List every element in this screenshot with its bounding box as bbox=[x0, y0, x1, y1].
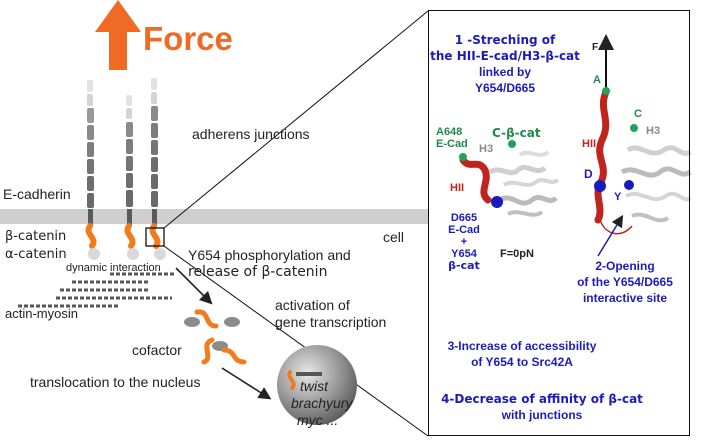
step4-line1: 4-Decrease of affinity of β-cat bbox=[441, 392, 643, 406]
step1-line2: the HII-E-cad/H3-β-cat bbox=[430, 49, 580, 63]
phosphorylation-label-line2: release of β-catenin bbox=[188, 264, 328, 280]
plus-label: + bbox=[460, 236, 468, 248]
gene-brachyury: brachyury bbox=[291, 395, 353, 411]
cofactor-label: cofactor bbox=[132, 342, 182, 358]
gene-myc: myc ... bbox=[297, 412, 339, 428]
dynamic-interaction-label: dynamic interaction bbox=[66, 262, 161, 274]
structure-closed bbox=[459, 140, 560, 217]
gene-twist: twist bbox=[300, 378, 328, 394]
phosphorylation-label-line1: Y654 phosphorylation and bbox=[188, 247, 351, 263]
d665-label: D665 bbox=[450, 212, 478, 224]
e-cadherin-label: E-cadherin bbox=[3, 186, 71, 202]
cell-label: cell bbox=[383, 229, 405, 245]
hii-label-right: HII bbox=[582, 138, 597, 150]
h3-label-left: H3 bbox=[479, 143, 494, 155]
dna-cofactor-on-nucleus bbox=[287, 370, 322, 390]
opening-pointer-arrow bbox=[597, 214, 624, 257]
activation-label-line2: gene transcription bbox=[275, 314, 387, 330]
y-label: Y bbox=[614, 191, 622, 203]
catenin-complex-2 bbox=[124, 223, 139, 260]
alpha-catenin-label: α-catenin bbox=[5, 247, 67, 262]
release-arrow bbox=[175, 267, 213, 305]
catenin-complex-1 bbox=[85, 223, 100, 260]
e-cad-label-top: E-Cad bbox=[436, 138, 468, 150]
actin-myosin-filaments bbox=[18, 272, 176, 308]
adherens-junctions-label: adherens junctions bbox=[192, 126, 310, 142]
activation-label-line1: activation of bbox=[275, 297, 350, 313]
e-cadherin-column-2 bbox=[126, 95, 133, 225]
structure-stretched bbox=[594, 34, 692, 235]
nucleus bbox=[277, 345, 357, 425]
force-label: Force bbox=[143, 20, 233, 57]
zoom-box bbox=[145, 227, 165, 247]
step4-line2: with junctions bbox=[501, 408, 583, 422]
e-cadherin-column-3 bbox=[151, 78, 158, 225]
step3-line2: of Y654 to Src42A bbox=[471, 355, 573, 369]
zoom-line-bottom bbox=[163, 245, 429, 437]
f-zero-label: F=0pN bbox=[500, 248, 534, 260]
a648-label: A648 bbox=[436, 126, 463, 138]
step2-line3: interactive site bbox=[582, 291, 668, 305]
step3-line1: 3-Increase of accessibility bbox=[447, 339, 597, 353]
a-label: A bbox=[593, 74, 601, 86]
force-arrow bbox=[95, 0, 141, 70]
zoom-panel bbox=[428, 10, 690, 436]
step2-line2: of the Y654/D665 bbox=[577, 275, 673, 289]
e-cadherin-column-1 bbox=[87, 80, 94, 225]
e-cad-label-bottom: E-Cad bbox=[448, 224, 480, 236]
c-beta-cat-label: C-β-cat bbox=[492, 126, 541, 140]
actin-myosin-label: actin-myosin bbox=[5, 306, 78, 321]
cell-membrane bbox=[0, 209, 428, 224]
beta-catenin-label: β-catenin bbox=[5, 229, 67, 244]
h3-label-right: H3 bbox=[646, 125, 661, 137]
step1-line1: 1 -Streching of bbox=[454, 33, 556, 47]
y654-label: Y654 bbox=[451, 248, 477, 260]
f-arrow-label: F bbox=[592, 42, 599, 53]
hii-label-left: HII bbox=[450, 182, 465, 194]
step1-line4: Y654/D665 bbox=[474, 81, 536, 95]
beta-cat-label: β-cat bbox=[448, 259, 480, 272]
translocation-arrow bbox=[221, 367, 272, 400]
d-label: D bbox=[584, 167, 593, 181]
step2-line1: 2-Opening bbox=[595, 259, 655, 273]
c-label: C bbox=[634, 108, 642, 120]
translocation-label: translocation to the nucleus bbox=[30, 374, 201, 390]
cofactor-complex-group bbox=[184, 309, 247, 365]
step1-line3: linked by bbox=[478, 65, 531, 79]
zoom-line-top bbox=[163, 10, 429, 229]
